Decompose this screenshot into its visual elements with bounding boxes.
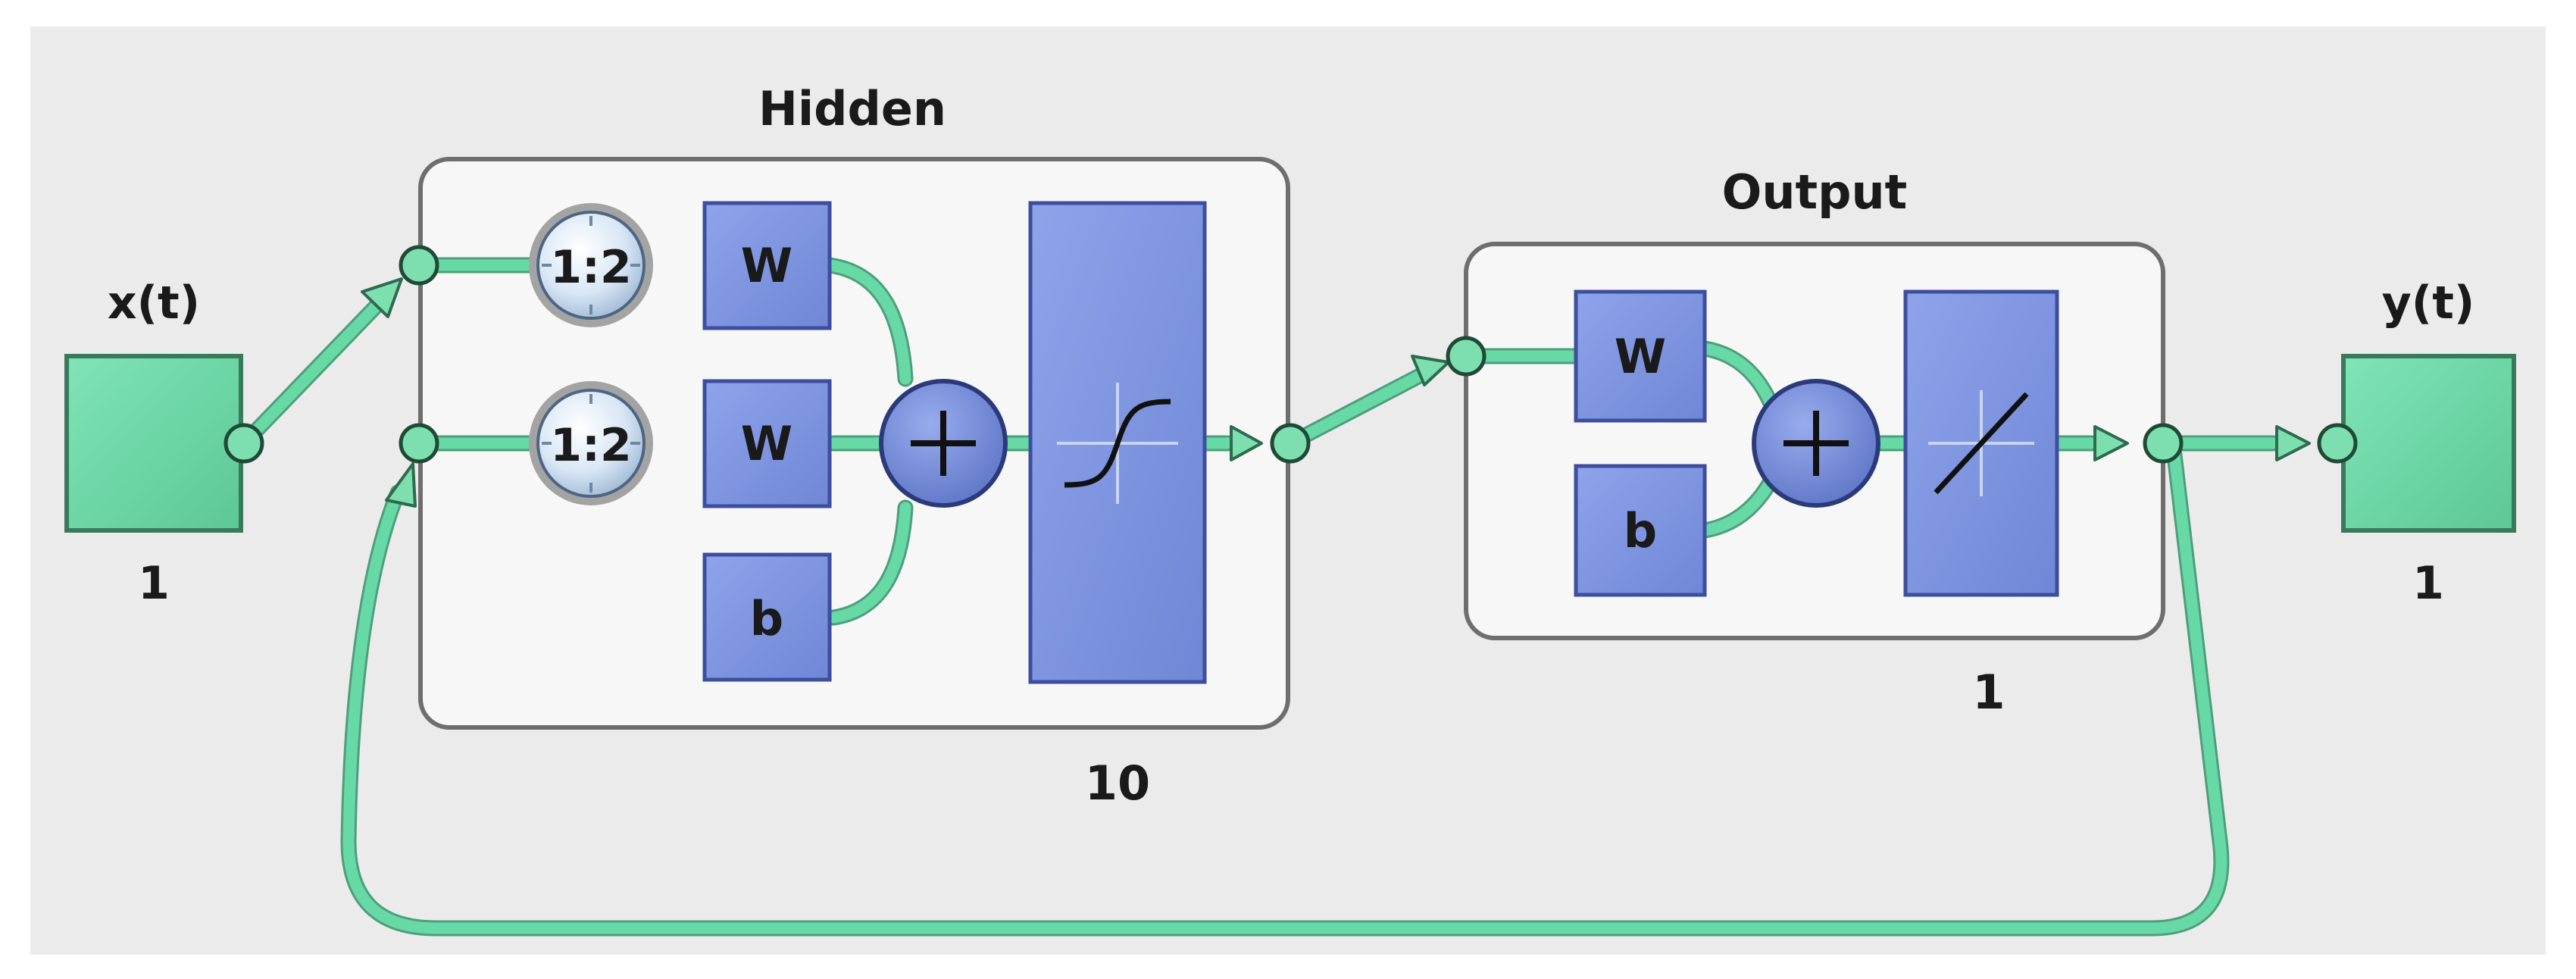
hidden-input-port-2 bbox=[399, 423, 439, 464]
arrow-input-to-hidden bbox=[361, 277, 403, 318]
hidden-sum-icon bbox=[879, 379, 1008, 508]
purelin-line-icon bbox=[1928, 390, 2034, 496]
output-layer-size: 1 bbox=[1972, 665, 2005, 720]
connections bbox=[236, 257, 2281, 937]
output-bias-label: b bbox=[1624, 503, 1657, 558]
hidden-bias-label: b bbox=[750, 591, 783, 646]
arrow-feedback-to-hidden bbox=[385, 462, 417, 508]
output-weight-block bbox=[1574, 289, 1707, 423]
output-label: y(t) bbox=[2382, 277, 2475, 330]
tapped-delay-icon: 1:2 bbox=[529, 203, 653, 327]
hidden-bias-block bbox=[702, 552, 832, 682]
delay-label-2: 1:2 bbox=[550, 419, 632, 472]
input-label: x(t) bbox=[108, 277, 200, 330]
hidden-weight-block-1 bbox=[702, 201, 832, 330]
y-input-port bbox=[2317, 423, 2358, 464]
output-weight-label: W bbox=[1615, 329, 1666, 384]
hidden-input-port-1 bbox=[399, 245, 439, 286]
output-bias-block bbox=[1574, 464, 1707, 597]
arrow-to-output-layer bbox=[1411, 355, 1450, 386]
input-port bbox=[224, 423, 264, 464]
output-size: 1 bbox=[2412, 557, 2444, 610]
hidden-weight-label-1: W bbox=[741, 238, 792, 293]
tansig-curve-icon bbox=[1057, 383, 1178, 504]
output-layer-output-port bbox=[2143, 423, 2184, 464]
output-block bbox=[2341, 354, 2516, 533]
hidden-layer-size: 10 bbox=[1085, 755, 1150, 811]
tapped-delay-icon: 1:2 bbox=[529, 381, 653, 505]
hidden-weight-block-2 bbox=[702, 379, 832, 508]
arrowheads bbox=[361, 277, 2311, 508]
output-layer-input-port bbox=[1446, 336, 1487, 377]
arrow-to-y bbox=[2275, 425, 2311, 461]
arrow-output-out bbox=[2093, 425, 2129, 461]
hidden-weight-label-2: W bbox=[741, 416, 792, 471]
ports bbox=[224, 245, 2358, 464]
hidden-output-port bbox=[1270, 423, 1311, 464]
input-size: 1 bbox=[138, 557, 170, 610]
arrow-hidden-out bbox=[1230, 425, 1263, 461]
hidden-layer-title: Hidden bbox=[758, 81, 946, 136]
input-block bbox=[64, 354, 243, 533]
delay-label-1: 1:2 bbox=[550, 241, 632, 294]
output-layer-title: Output bbox=[1722, 164, 1908, 220]
output-sum-icon bbox=[1752, 379, 1880, 508]
